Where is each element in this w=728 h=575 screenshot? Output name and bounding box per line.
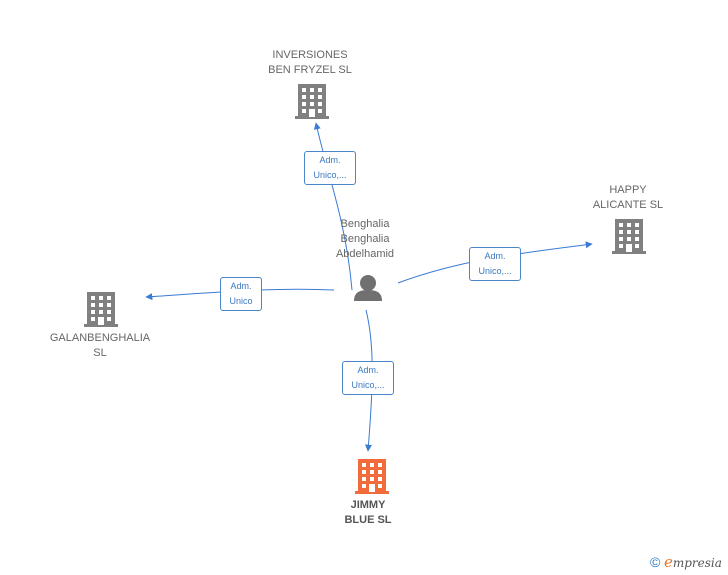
edge-label-to-happy[interactable]: Adm. Unico,... bbox=[469, 247, 521, 281]
building-icon[interactable] bbox=[84, 292, 118, 327]
building-icon[interactable] bbox=[295, 84, 329, 119]
brand-logo[interactable]: © empresia bbox=[650, 553, 722, 571]
brand-initial: e bbox=[663, 553, 673, 571]
building-icon[interactable] bbox=[355, 459, 389, 494]
edge-label-to-galan[interactable]: Adm. Unico bbox=[220, 277, 262, 311]
node-label-jimmy[interactable]: JIMMY BLUE SL bbox=[344, 499, 392, 526]
person-icon[interactable] bbox=[354, 275, 382, 301]
copyright-mark: © bbox=[650, 554, 661, 570]
edge-label-to-jimmy[interactable]: Adm. Unico,... bbox=[342, 361, 394, 395]
edge-to-inversiones bbox=[313, 122, 353, 291]
node-label-person[interactable]: Benghalia Benghalia Abdelhamid bbox=[335, 218, 395, 260]
node-label-inversiones[interactable]: INVERSIONES BEN FRYZEL SL bbox=[268, 49, 352, 76]
brand-name: mpresia bbox=[672, 556, 722, 570]
edge-label-to-inversiones[interactable]: Adm. Unico,... bbox=[304, 151, 356, 185]
building-icon[interactable] bbox=[612, 219, 646, 254]
node-label-galan[interactable]: GALANBENGHALIA SL bbox=[49, 332, 151, 359]
node-label-happy[interactable]: HAPPY ALICANTE SL bbox=[592, 184, 664, 211]
